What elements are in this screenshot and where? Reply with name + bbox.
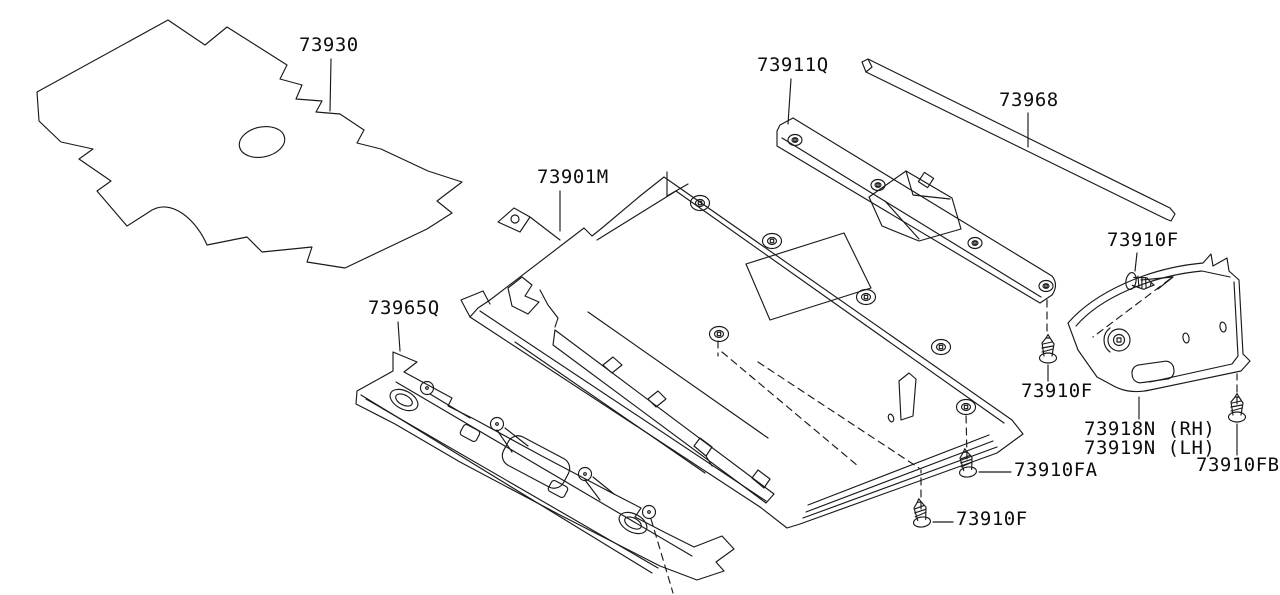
part-label-73918N-RH[interactable]: 73918N (RH): [1084, 418, 1216, 440]
insulator-sheet-drawing-73930: [36, 19, 463, 269]
part-label-73910F-left[interactable]: 73910F: [1021, 380, 1093, 402]
leader-73911Q: [787, 78, 792, 125]
part-label-73910FB[interactable]: 73910FB: [1196, 454, 1280, 476]
part-label-73910F-top[interactable]: 73910F: [1107, 229, 1179, 251]
shelf-opening: [501, 435, 571, 489]
trim-strip-drawing-73911Q: [776, 78, 1057, 304]
part-label-73930[interactable]: 73930: [299, 34, 359, 56]
part-label-73901M[interactable]: 73901M: [537, 166, 609, 188]
part-label-73910FA[interactable]: 73910FA: [1014, 459, 1098, 481]
headlining-drawing-73901M: [460, 171, 1024, 529]
leader-73965Q: [397, 321, 401, 352]
part-label-73919N-LH[interactable]: 73919N (LH): [1084, 437, 1216, 459]
part-label-73910F-bottom[interactable]: 73910F: [956, 508, 1028, 530]
side-finisher-drawing-73918N: [1067, 253, 1251, 420]
rear-tab: [898, 372, 917, 421]
part-label-73965Q[interactable]: 73965Q: [368, 297, 440, 319]
part-label-73911Q[interactable]: 73911Q: [757, 54, 829, 76]
lamp-cutout: [745, 232, 872, 321]
leader-73930: [329, 58, 332, 112]
shelf-trim-drawing-73965Q: [355, 321, 735, 594]
molding-drawing-73968: [861, 58, 1176, 222]
clip-icon-73910F-top: [1124, 271, 1157, 295]
part-label-73968[interactable]: 73968: [999, 89, 1059, 111]
clip-icon-73910F-left: [1038, 333, 1058, 364]
clip-fasteners: [909, 252, 1247, 529]
front-edge-flange: [552, 329, 775, 504]
